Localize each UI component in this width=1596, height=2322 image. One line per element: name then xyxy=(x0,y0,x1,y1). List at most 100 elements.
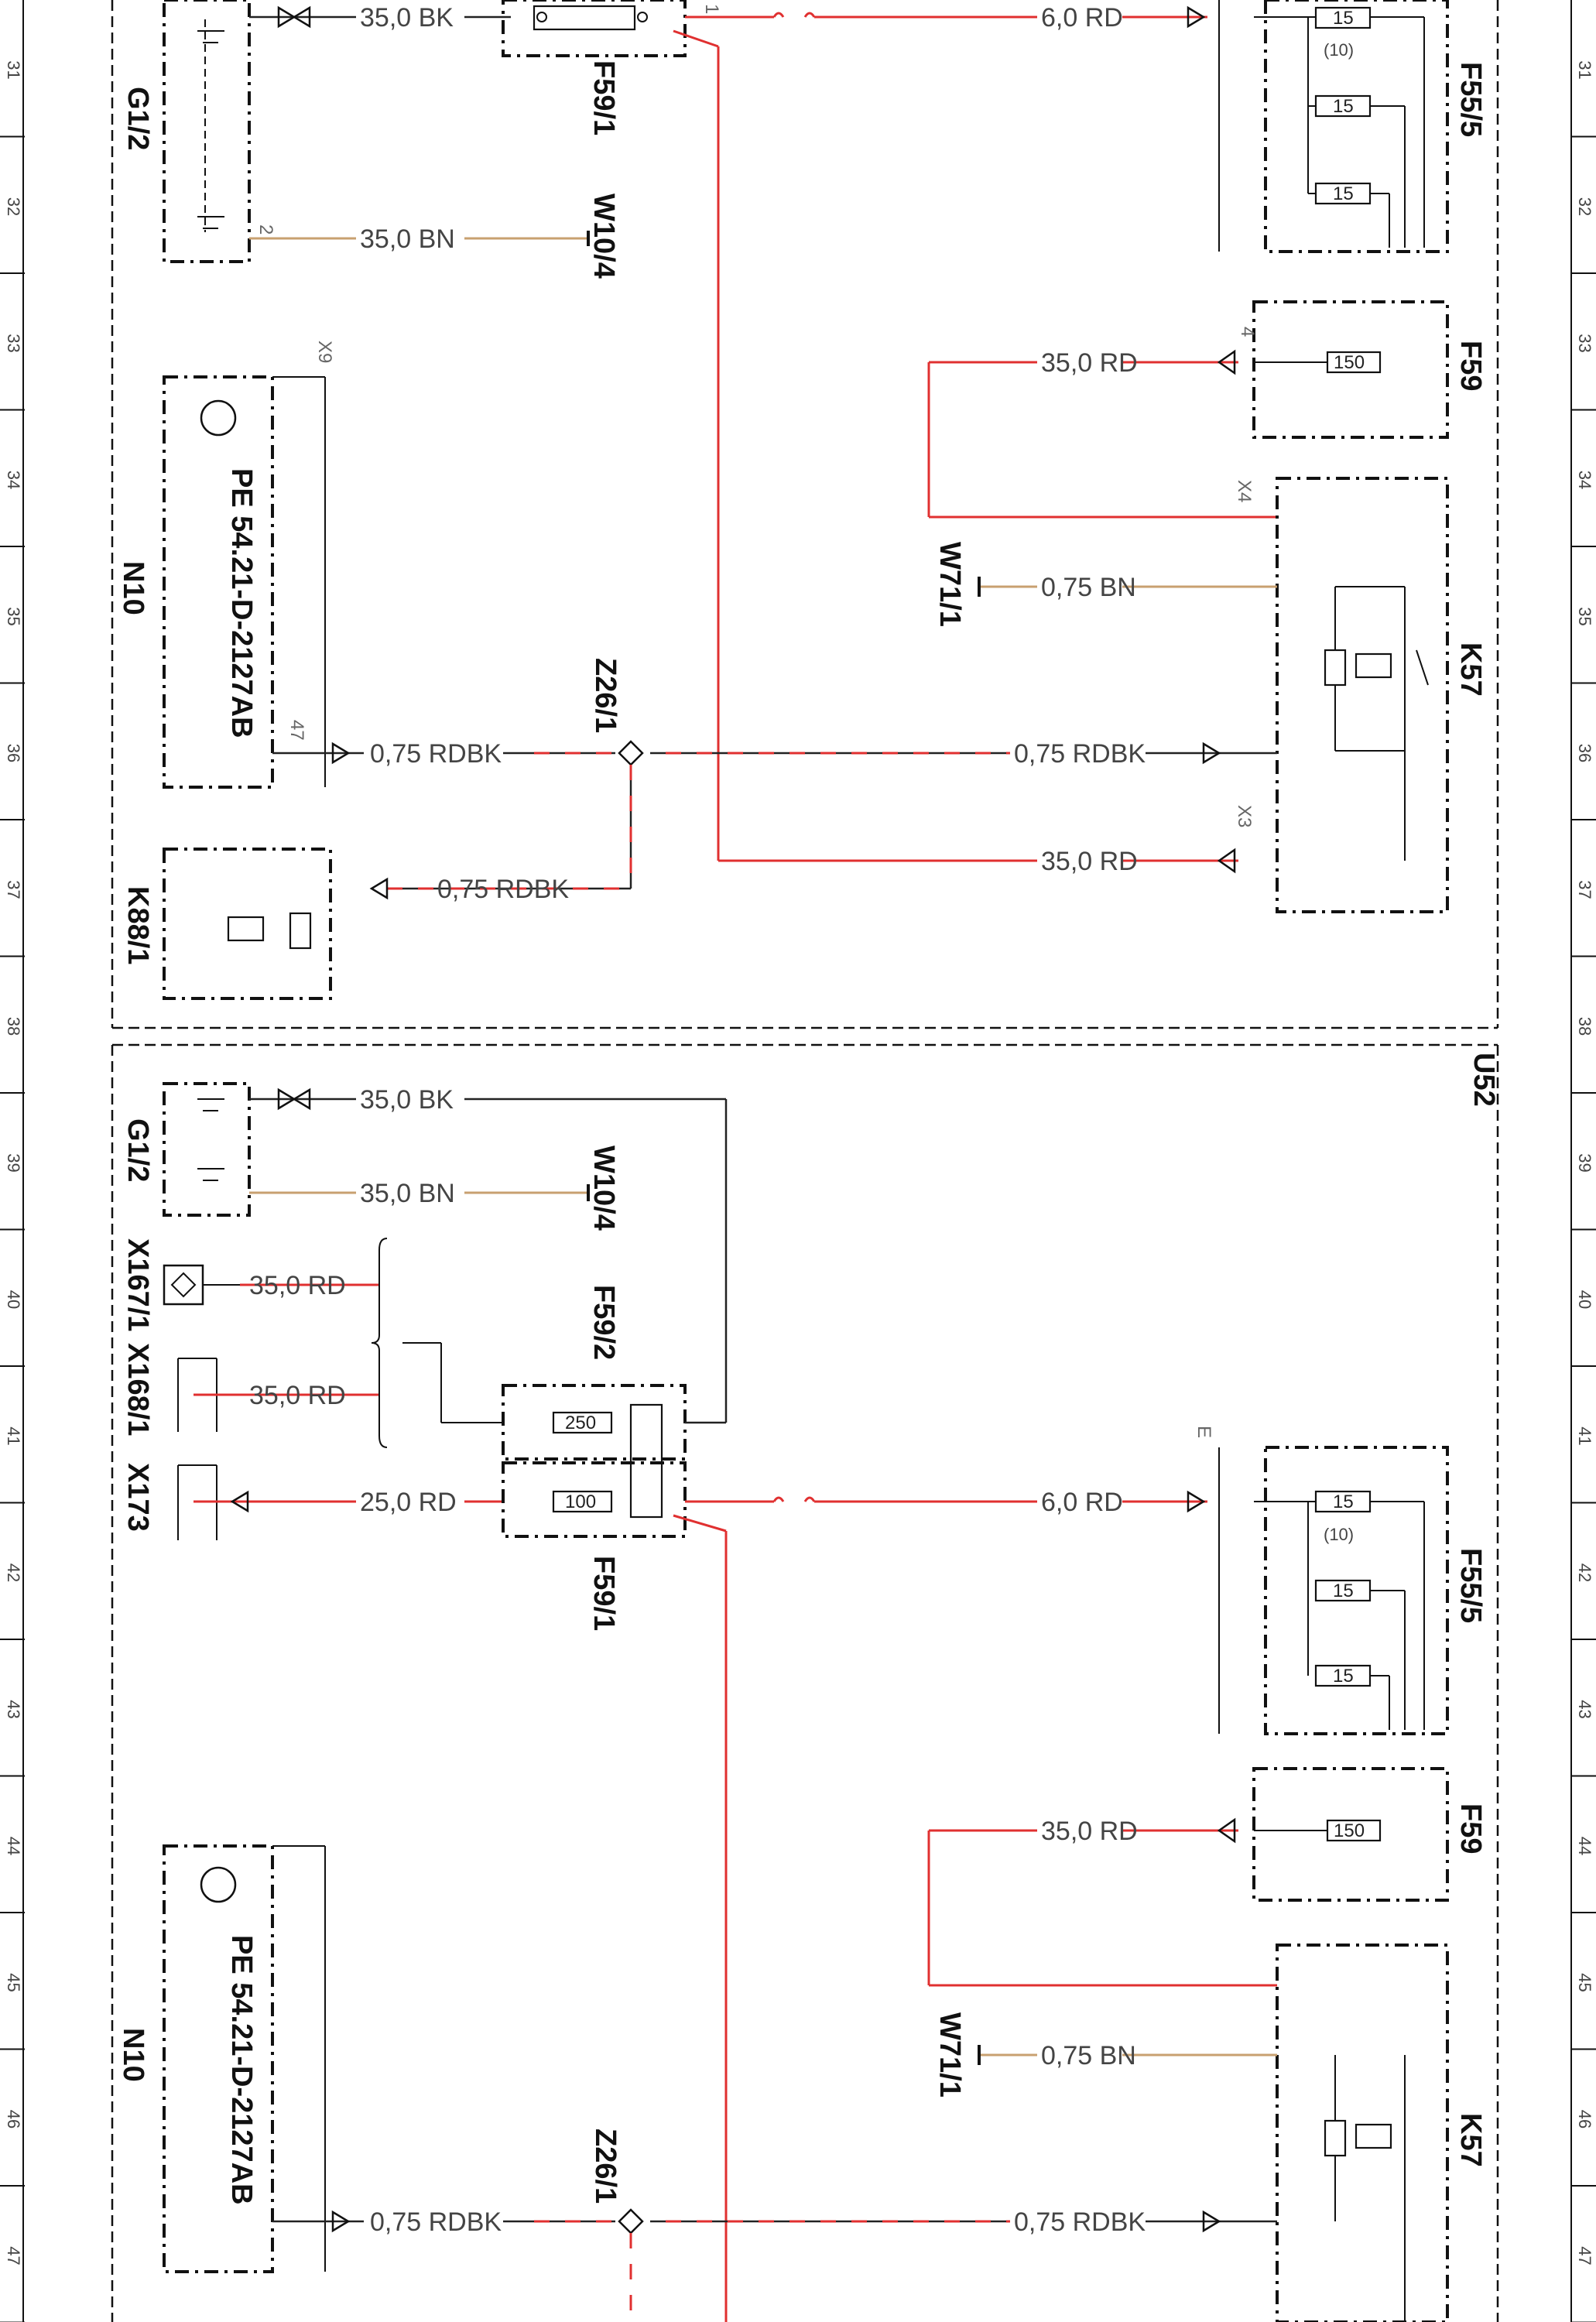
module-n10-top: PE 54.21-D-2127AB N10 X9 47 xyxy=(117,341,335,789)
row-number: 39 xyxy=(4,1153,23,1172)
fuse-15: 15 xyxy=(1333,8,1354,29)
fuse-f59-1-bottom: 100 F59/1 xyxy=(502,1403,687,1631)
wire-label: 0,75 BN xyxy=(1041,2041,1136,2070)
wire-label: 25,0 RD xyxy=(360,1488,457,1517)
wire-6-rd-top: 6,0 RD xyxy=(685,3,1207,33)
f59-top-label: F59 xyxy=(1454,341,1487,391)
wire-35-rd-f59-top: 35,0 RD xyxy=(927,348,1277,519)
w71-1-top-label: W71/1 xyxy=(933,542,966,627)
row-number: 35 xyxy=(1575,607,1594,625)
splice-z26-1-top: Z26/1 0,75 RDBK xyxy=(387,658,644,904)
wire-label: 0,75 RDBK xyxy=(1014,2207,1146,2237)
fuse-150: 150 xyxy=(1334,352,1365,373)
row-number: 40 xyxy=(1575,1290,1594,1309)
row-number: 38 xyxy=(4,1017,23,1036)
fuse-box-f55-5-bottom: E 15 (10) 15 15 F55/5 xyxy=(1194,1426,1487,1735)
wire-35-rd-f59-bottom: 35,0 RD xyxy=(927,1817,1277,1987)
fuse-15: 15 xyxy=(1333,1666,1354,1687)
k57-top-label: K57 xyxy=(1454,642,1487,697)
fuse-f59-1-top: F59/1 1 xyxy=(502,0,722,135)
wire-label: 35,0 RD xyxy=(1041,348,1138,378)
connector-x3: X3 xyxy=(1234,805,1255,827)
wire-35-bn-bottom: 35,0 BN W10/4 xyxy=(249,1146,620,1231)
row-number: 36 xyxy=(4,744,23,762)
row-number: 47 xyxy=(1575,2246,1594,2265)
f59-1-bottom-label: F59/1 xyxy=(587,1556,620,1631)
row-number: 34 xyxy=(4,471,23,489)
panel-bottom-border xyxy=(111,1043,1499,2322)
row-number: 45 xyxy=(1575,1973,1594,1992)
connector-x9: X9 xyxy=(314,341,335,363)
wire-label: 35,0 BK xyxy=(360,3,454,33)
wire-label: 35,0 RD xyxy=(1041,847,1138,876)
pin-1: 1 xyxy=(701,4,722,14)
fuse-150: 150 xyxy=(1334,1820,1365,1841)
fuse-15: 15 xyxy=(1333,1581,1354,1601)
row-number: 45 xyxy=(4,1973,23,1992)
row-number: 40 xyxy=(4,1290,23,1309)
pe-ref-bottom: PE 54.21-D-2127AB xyxy=(225,1935,258,2205)
n10-top-label: N10 xyxy=(117,561,149,615)
fuse-box-f55-5-top: 15 (10) 15 15 F55/5 xyxy=(1218,0,1487,253)
relay-k88-1-top: K88/1 xyxy=(122,848,389,1000)
wire-label: 0,75 RDBK xyxy=(437,875,569,904)
module-n10-bottom: PE 54.21-D-2127AB N10 xyxy=(117,1844,326,2273)
f55-5-bottom-label: F55/5 xyxy=(1454,1548,1487,1623)
wire-label: 6,0 RD xyxy=(1041,1488,1123,1517)
row-number: 32 xyxy=(4,197,23,216)
relay-k57-top: K57 X4 X3 xyxy=(1234,477,1487,913)
row-number: 31 xyxy=(1575,60,1594,79)
row-number: 42 xyxy=(4,1563,23,1582)
wire-075-rdbk-top: 0,75 RDBK 0,75 RDBK xyxy=(272,739,1277,769)
x167-1-label: X167/1 xyxy=(122,1238,154,1331)
f59-2-label: F59/2 xyxy=(587,1285,620,1360)
row-number: 36 xyxy=(1575,744,1594,762)
row-number: 38 xyxy=(1575,1017,1594,1036)
panel-top-border xyxy=(111,0,1499,1029)
row-number: 34 xyxy=(1575,471,1594,489)
w71-1-bottom-label: W71/1 xyxy=(933,2012,966,2098)
pin-2: 2 xyxy=(255,224,276,235)
row-number: 31 xyxy=(4,60,23,79)
n10-bottom-label: N10 xyxy=(117,2028,149,2082)
fuse-f59-bottom: 150 F59 xyxy=(1252,1767,1487,1902)
row-number: 41 xyxy=(4,1426,23,1445)
wire-075-rdbk-bottom: 0,75 RDBK 0,75 RDBK Z26/1 xyxy=(272,2128,1277,2322)
fuse-f59-top: 150 F59 4 xyxy=(1237,300,1487,439)
row-number: 33 xyxy=(1575,334,1594,352)
row-number: 43 xyxy=(4,1700,23,1718)
row-number: 44 xyxy=(4,1837,23,1855)
wire-label: 35,0 RD xyxy=(249,1381,346,1410)
f59-bottom-label: F59 xyxy=(1454,1803,1487,1854)
battery-g1-2-top: G1/2 2 xyxy=(122,0,276,263)
row-number: 46 xyxy=(4,2110,23,2128)
fuse-f59-2-bottom: 250 F59/2 xyxy=(502,1285,726,1461)
row-number: 39 xyxy=(1575,1153,1594,1172)
row-number: 33 xyxy=(4,334,23,352)
fuse-15: 15 xyxy=(1333,183,1354,204)
wire-6-rd-bottom: 6,0 RD xyxy=(673,1488,1207,2322)
fuse-15: 15 xyxy=(1333,96,1354,117)
row-number: 32 xyxy=(1575,197,1594,216)
f55-5-top-label: F55/5 xyxy=(1454,62,1487,137)
pin-4: 4 xyxy=(1237,327,1258,337)
wire-label: 35,0 BK xyxy=(360,1085,454,1115)
k57-bottom-label: K57 xyxy=(1454,2113,1487,2167)
u52-label: U52 xyxy=(1468,1053,1500,1107)
g1-2-top-label: G1/2 xyxy=(122,87,154,150)
w10-4-bottom-label: W10/4 xyxy=(587,1146,620,1231)
wire-label: 0,75 RDBK xyxy=(1014,739,1146,769)
fuse-15: 15 xyxy=(1333,1491,1354,1512)
connectors-x167-x168-x173: 35,0 RD 35,0 RD 25,0 RD X167/1 X168/1 X1… xyxy=(122,1238,503,1540)
connector-x4: X4 xyxy=(1234,480,1255,502)
row-number: 46 xyxy=(1575,2110,1594,2128)
fuse-100: 100 xyxy=(565,1491,596,1512)
wire-label: 0,75 RDBK xyxy=(370,739,502,769)
fuse-10: (10) xyxy=(1324,1525,1354,1544)
wire-label: 35,0 BN xyxy=(360,1179,455,1208)
row-number: 37 xyxy=(1575,880,1594,899)
wire-label: 35,0 RD xyxy=(1041,1817,1138,1846)
row-number: 41 xyxy=(1575,1426,1594,1445)
wire-label: 0,75 BN xyxy=(1041,573,1136,602)
